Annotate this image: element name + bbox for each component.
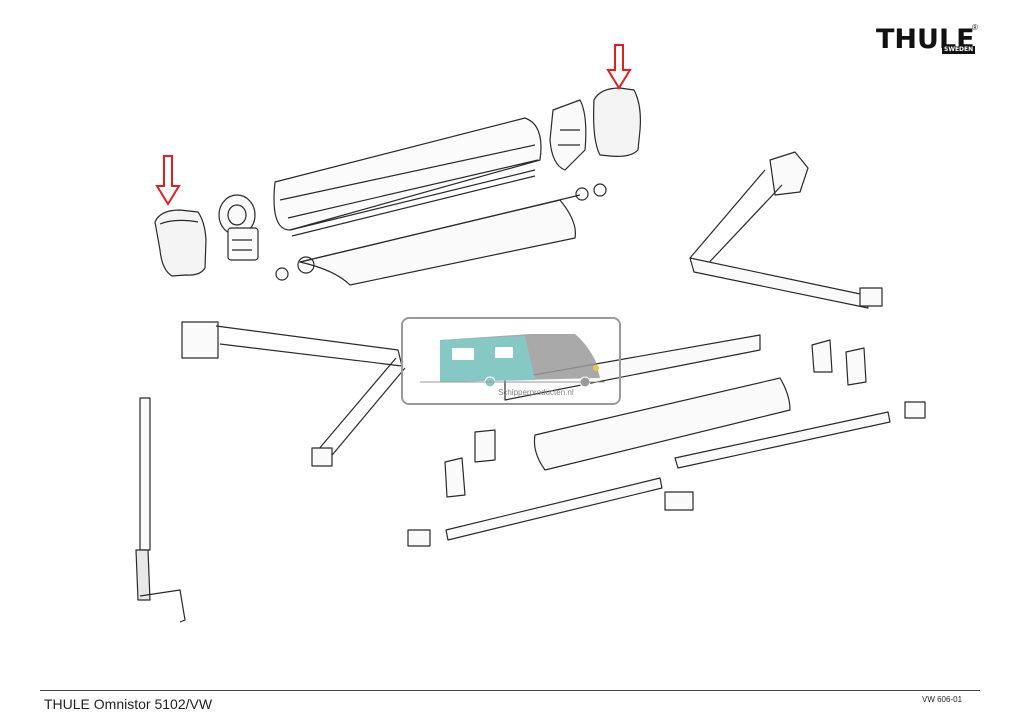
arrow-icon-left — [155, 155, 181, 206]
arrow-icon-right — [606, 44, 632, 90]
lead-rail — [504, 334, 791, 471]
fabric-sheet — [275, 183, 607, 286]
right-roller-mechanism — [549, 99, 587, 171]
footer-code: VW 606-01 — [922, 695, 963, 704]
footer-title: THULE Omnistor 5102/VW — [44, 696, 213, 712]
registered-mark: ® — [972, 23, 978, 32]
roller-tube-housing — [273, 117, 542, 237]
watermark-logo — [401, 317, 621, 405]
rail-brackets — [407, 339, 926, 547]
right-arm-assembly — [689, 151, 883, 309]
callout-arrows — [155, 44, 632, 206]
footer-divider — [40, 690, 980, 691]
brand-sub: SWEDEN — [942, 46, 976, 54]
left-roller-mechanism — [218, 194, 259, 261]
left-arm-assembly — [181, 321, 406, 467]
right-end-cap — [593, 87, 641, 157]
watermark-text: Schipperproducten.nl — [498, 388, 574, 397]
crank-handle — [135, 397, 186, 623]
left-end-cap — [154, 209, 207, 277]
support-legs — [445, 411, 891, 541]
